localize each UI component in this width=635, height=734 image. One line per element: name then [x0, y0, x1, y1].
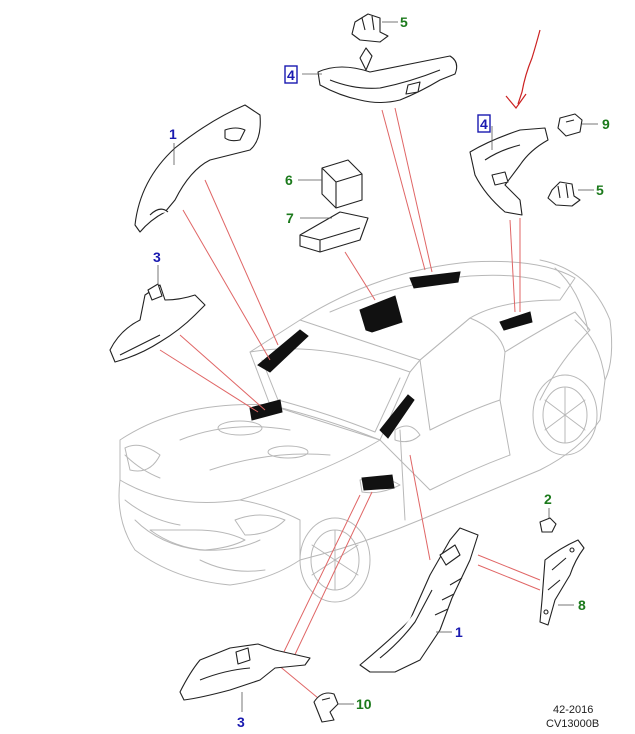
- part-1-a-pillar-left: [134, 104, 261, 233]
- callout-1-a-pillar: 1: [169, 126, 177, 142]
- callout-3-bottom: 3: [237, 714, 245, 730]
- part-9-bracket: [557, 113, 598, 137]
- callout-4-right: 4: [480, 116, 488, 132]
- installed-part-highlights: [249, 271, 533, 491]
- part-1-pillar-lower: [359, 527, 479, 673]
- callout-9: 9: [602, 116, 610, 132]
- drawing-id: CV13000B: [546, 718, 599, 730]
- part-3-lower-trim-top: [109, 265, 206, 363]
- callout-8: 8: [578, 597, 586, 613]
- part-7-block: [299, 211, 369, 253]
- part-4-header-trim: [302, 47, 458, 104]
- date-code: 42-2016: [553, 704, 593, 716]
- part-3-lower-trim-bottom: [179, 643, 311, 712]
- part-5-clip-right: [547, 181, 594, 207]
- callout-5-top: 5: [400, 14, 408, 30]
- callout-1-lower: 1: [455, 624, 463, 640]
- callout-10: 10: [356, 696, 372, 712]
- car-outline: [118, 259, 613, 603]
- part-2-screw: [539, 508, 557, 533]
- callout-5-right: 5: [596, 182, 604, 198]
- part-4-quarter-trim: [469, 126, 549, 216]
- callout-2: 2: [544, 491, 552, 507]
- callout-labels: 5 4 1 4 9 6 5 7 3 2 8 1 10 3: [153, 14, 610, 730]
- part-5-clip-top: [351, 13, 398, 43]
- callout-4-top-box: [284, 65, 298, 84]
- annotation-arrow: [505, 29, 541, 109]
- callout-4-right-box: [477, 114, 491, 133]
- callout-4-top: 4: [287, 67, 295, 83]
- part-10-push-clip: [313, 692, 354, 723]
- callout-3-top: 3: [153, 249, 161, 265]
- leader-lines: [159, 107, 541, 699]
- callout-7: 7: [286, 210, 294, 226]
- drawing-reference: 42-2016 CV13000B: [546, 704, 599, 730]
- part-6-pad: [298, 159, 363, 209]
- part-8-bracket: [539, 539, 585, 626]
- callout-6: 6: [285, 172, 293, 188]
